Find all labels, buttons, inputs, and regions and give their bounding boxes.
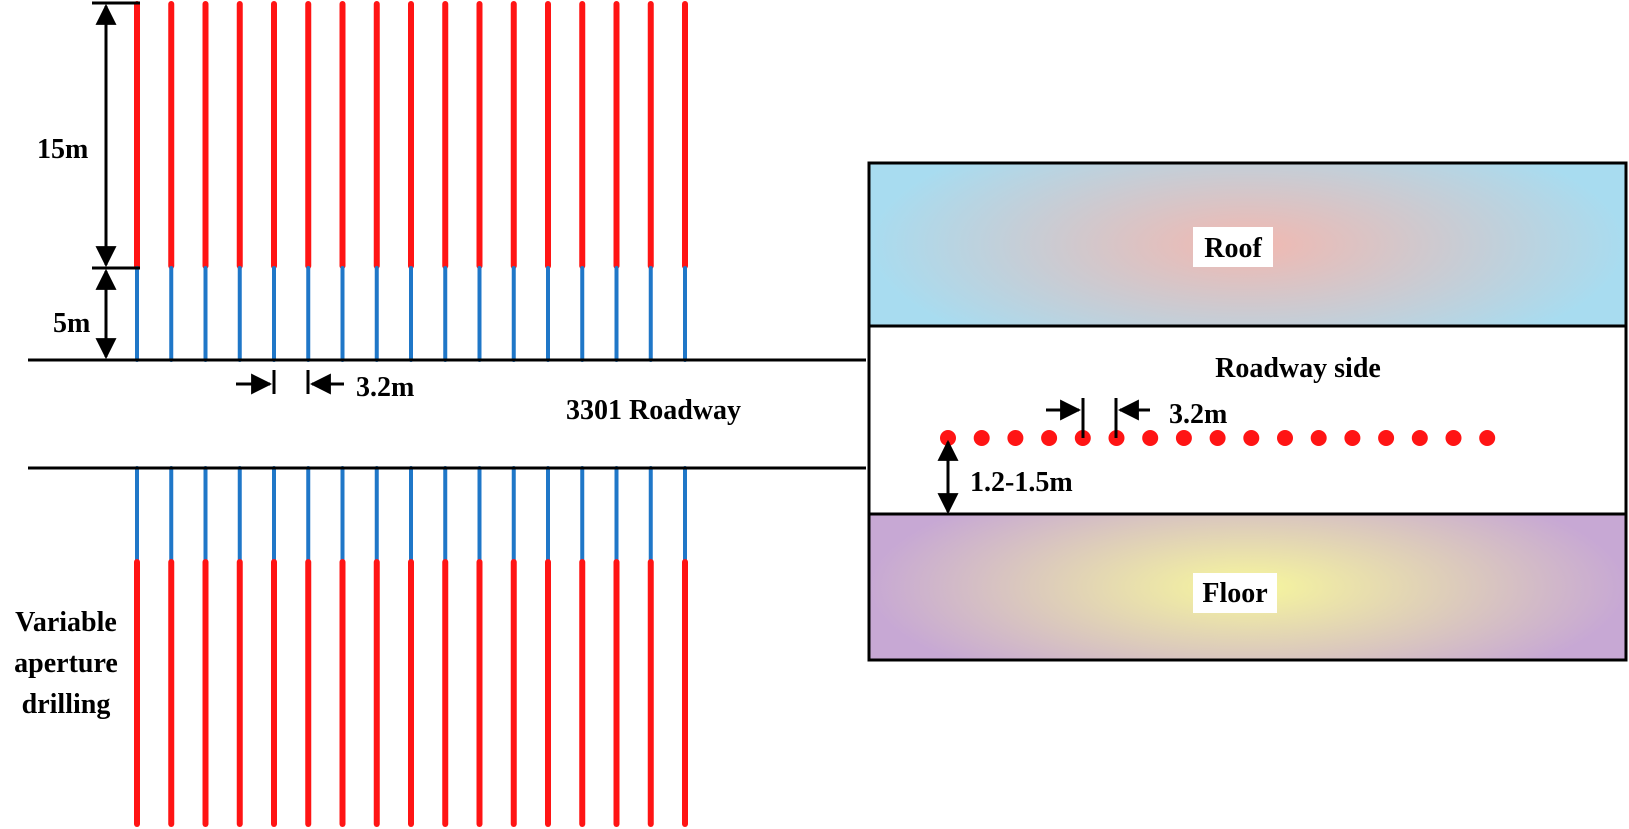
spacing-label-left: 3.2m [356, 372, 414, 403]
borehole-dot [1378, 430, 1395, 446]
top-borehole-group [134, 1, 688, 362]
roof-label-background [1193, 227, 1273, 267]
drill-length-label: 15m [37, 134, 88, 165]
drilling-caption-line-3: drilling [22, 689, 111, 720]
floor-label: Floor [1202, 578, 1267, 609]
floor-label-background [1193, 573, 1277, 613]
borehole-dot [1209, 430, 1226, 446]
borehole-dot [1344, 430, 1361, 446]
borehole-dot [1479, 430, 1496, 446]
borehole-dot [1175, 430, 1192, 446]
roadway-side-layer [867, 324, 1628, 516]
right-spacing-label: 3.2m [1169, 399, 1227, 430]
borehole-dot [1142, 430, 1159, 446]
bottom-borehole-group [134, 466, 688, 827]
borehole-dot [1243, 430, 1260, 446]
borehole-dot [1445, 430, 1462, 446]
borehole-dot [1007, 430, 1024, 446]
pipe-length-label: 5m [53, 308, 90, 339]
borehole-dot [1310, 430, 1327, 446]
roadway-label: 3301 Roadway [566, 395, 741, 426]
borehole-row [940, 430, 1496, 446]
roof-label: Roof [1204, 233, 1262, 264]
borehole-dot [1411, 430, 1428, 446]
hole-height-label: 1.2-1.5m [970, 467, 1073, 498]
borehole-dot [1277, 430, 1293, 446]
drilling-caption-line-2: aperture [14, 648, 118, 679]
borehole-dot [1041, 430, 1058, 446]
drilling-caption-line-1: Variable [15, 607, 117, 638]
roadway-side-label: Roadway side [1215, 353, 1381, 384]
borehole-dot [973, 430, 990, 446]
